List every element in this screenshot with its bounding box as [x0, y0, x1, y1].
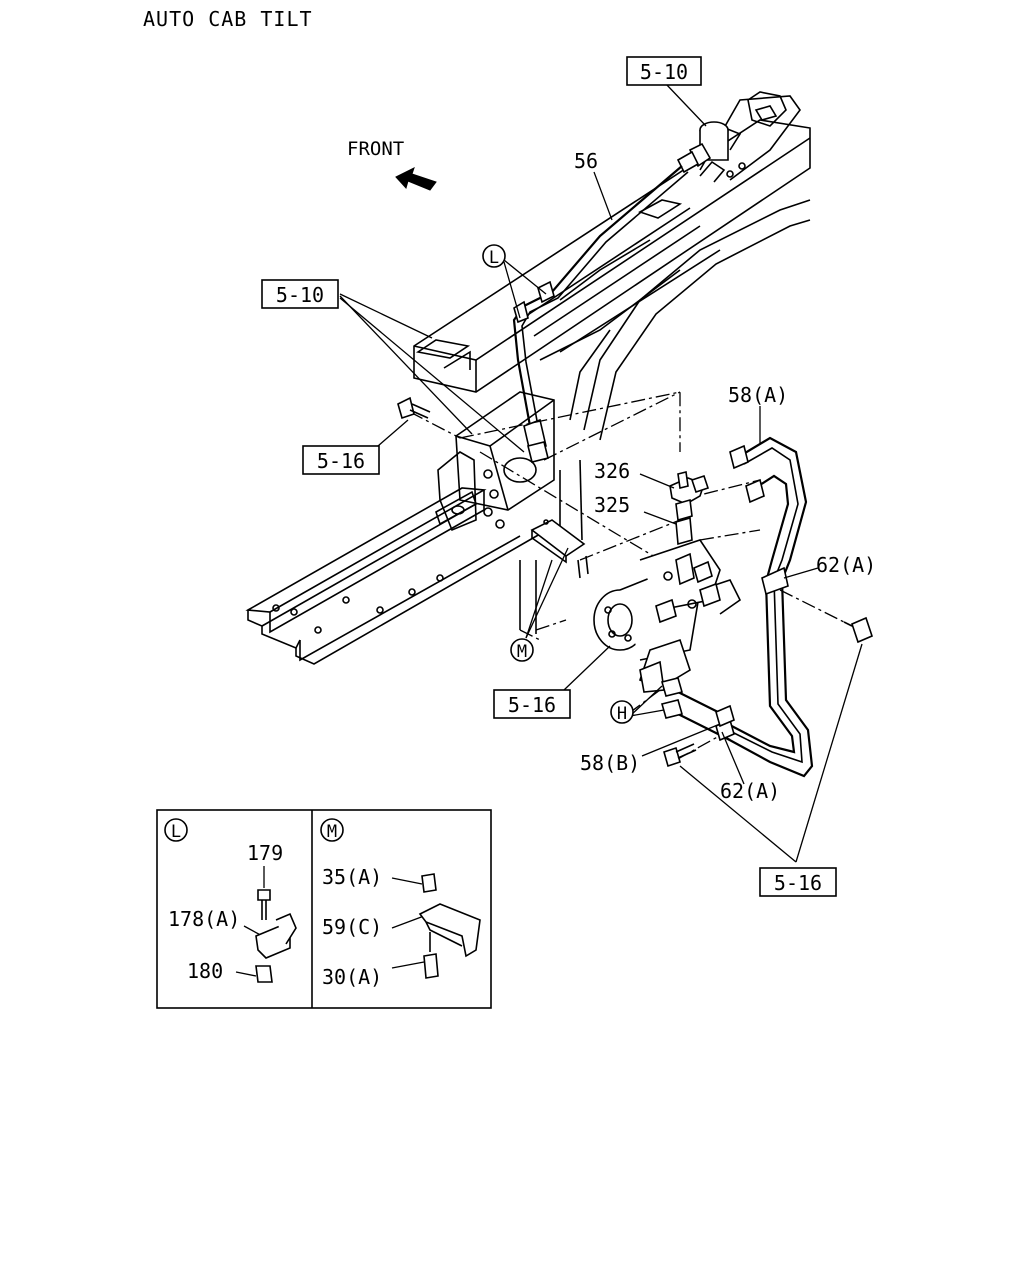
circle-marker-l: L	[482, 244, 506, 268]
part-label-326: 326	[594, 459, 630, 483]
detail-l-marker: L	[171, 822, 181, 842]
callout-5-10-top[interactable]: 5-10	[626, 56, 702, 86]
circle-marker-h: H	[610, 700, 634, 724]
detail-m: M 35(A) 59(C) 30(A)	[320, 818, 481, 989]
part-label-58a: 58(A)	[728, 383, 788, 407]
pump-assembly	[593, 539, 742, 693]
part-label-58b: 58(B)	[580, 751, 640, 775]
callout-5-10-left[interactable]: 5-10	[261, 279, 339, 309]
callout-5-16-right[interactable]: 5-16	[759, 867, 837, 897]
detail-m-marker: M	[327, 822, 337, 842]
detail-m-label-1: 35(A)	[322, 865, 382, 889]
front-label: FRONT	[347, 138, 404, 160]
part-label-62a-upper: 62(A)	[816, 553, 876, 577]
circle-marker-m: M	[510, 638, 534, 662]
leader-lines	[339, 83, 863, 863]
svg-text:H: H	[617, 704, 627, 724]
part-label-56: 56	[574, 149, 598, 173]
detail-l-label-2: 178(A)	[168, 907, 240, 931]
callout-5-16-center[interactable]: 5-16	[493, 689, 571, 719]
detail-l-label-3: 180	[187, 959, 223, 983]
cab-frame-upper	[413, 91, 811, 634]
part-label-325: 325	[594, 493, 630, 517]
pipe-58a	[723, 436, 814, 778]
part-label-62a-lower: 62(A)	[720, 779, 780, 803]
svg-text:5-10: 5-10	[640, 60, 688, 84]
callout-5-16-left[interactable]: 5-16	[302, 445, 380, 475]
detail-l-label-1: 179	[247, 841, 283, 865]
hose-56	[512, 165, 689, 463]
svg-text:M: M	[517, 642, 527, 662]
detail-m-label-2: 59(C)	[322, 915, 382, 939]
svg-text:5-16: 5-16	[508, 693, 556, 717]
svg-text:5-10: 5-10	[276, 283, 324, 307]
fitting-326-325	[669, 471, 710, 546]
chassis-frame-lower	[245, 391, 589, 665]
svg-text:5-16: 5-16	[774, 871, 822, 895]
svg-text:L: L	[489, 248, 499, 268]
detail-panel: L 179 178(A) 180 M 35(A) 59(C) 30(A)	[156, 809, 492, 1009]
svg-text:5-16: 5-16	[317, 449, 365, 473]
front-arrow-icon	[395, 167, 437, 191]
diagram-title: AUTO CAB TILT	[143, 7, 313, 31]
detail-l: L 179 178(A) 180	[164, 818, 297, 983]
tilt-cylinder-top	[676, 121, 729, 174]
detail-m-label-3: 30(A)	[322, 965, 382, 989]
bolts-5-16	[397, 396, 873, 768]
pipe-58b	[661, 677, 735, 742]
